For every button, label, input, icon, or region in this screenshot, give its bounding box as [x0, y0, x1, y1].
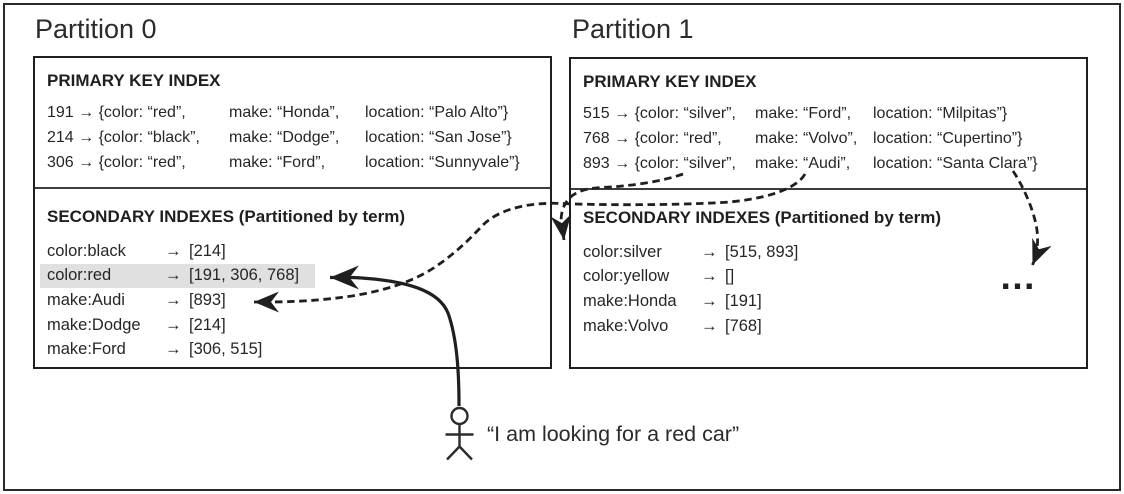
secondary-indexes-header: SECONDARY INDEXES (Partitioned by term) [47, 207, 406, 226]
term-label: color:silver [583, 242, 662, 261]
pk-cell: make: “Ford”, [755, 105, 852, 122]
pk-cell: make: “Volvo”, [755, 130, 858, 147]
secondary-row: color:silver → [515, 893] [576, 240, 851, 265]
pk-row: 306 → {color: “red”, make: “Ford”, locatio… [47, 150, 520, 175]
secondary-indexes-header: SECONDARY INDEXES (Partitioned by term) [583, 208, 942, 227]
secondary-row: make:Ford → [306, 515] [40, 337, 315, 362]
pk-cell: location: “Cupertino”} [873, 130, 1023, 147]
term-label: color:yellow [583, 267, 670, 286]
maps-to-arrow: → [701, 291, 718, 310]
pk-cell: make: “Audi”, [755, 155, 851, 172]
pk-cell: 306 → {color: “red”, [47, 154, 186, 171]
partition-1-title: Partition 1 [572, 14, 694, 44]
secondary-row: make:Dodge → [214] [40, 313, 315, 338]
doc-id-list: [515, 893] [725, 242, 799, 261]
maps-to-arrow: → [165, 340, 182, 359]
pk-cell: 214 → {color: “black”, [47, 129, 200, 146]
pk-cell: make: “Honda”, [229, 104, 340, 121]
secondary-index-rows: color:silver→[515, 893] color:yellow→[] … [576, 240, 851, 338]
pk-cell: 191 → {color: “red”, [47, 104, 186, 121]
pk-row: 214 → {color: “black”, make: “Dodge”, loca… [47, 125, 520, 150]
maps-to-arrow: → [701, 267, 718, 286]
term-label: make:Ford [47, 340, 126, 359]
term-label: make:Dodge [47, 315, 141, 334]
client-quote: “I am looking for a red car” [487, 422, 740, 446]
doc-id-list: [306, 515] [189, 340, 263, 359]
partition-1-box: PRIMARY KEY INDEX 515 → {color: “silver”… [569, 57, 1088, 369]
doc-id-list: [214] [189, 315, 226, 334]
pk-cell: location: “Palo Alto”} [365, 104, 509, 121]
pk-cell: location: “Sunnyvale”} [365, 154, 520, 171]
section-divider [571, 188, 1086, 190]
maps-to-arrow: → [701, 242, 718, 261]
primary-key-rows: 191 → {color: “red”, make: “Honda”, locati… [47, 100, 520, 175]
maps-to-arrow: → [165, 241, 182, 260]
secondary-row: make:Honda → [191] [576, 289, 851, 314]
maps-to-arrow: → [165, 290, 182, 309]
secondary-row: make:Audi → [893] [40, 288, 315, 313]
secondary-row: make:Volvo → [768] [576, 314, 851, 339]
pk-cell: location: “Santa Clara”} [873, 155, 1038, 172]
secondary-row: color:black → [214] [40, 239, 315, 264]
maps-to-arrow: → [165, 315, 182, 334]
section-divider [35, 187, 550, 189]
pk-row: 191 → {color: “red”, make: “Honda”, locati… [47, 100, 520, 125]
term-label: color:red [47, 266, 112, 285]
pk-cell: location: “San Jose”} [365, 129, 512, 146]
term-label: color:black [47, 241, 126, 260]
pk-row: 893 → {color: “silver”, make: “Audi”, loca… [583, 151, 1038, 176]
other-partitions-ellipsis: … [999, 256, 1037, 297]
secondary-index-rows: color:black → [214] color:red → [191, 306, 7… [40, 239, 315, 362]
pk-cell: make: “Dodge”, [229, 129, 340, 146]
primary-key-rows: 515 → {color: “silver”, make: “Ford”, loca… [583, 101, 1038, 176]
term-label: make:Audi [47, 290, 125, 309]
partition-0-title: Partition 0 [35, 14, 157, 44]
pk-row: 515 → {color: “silver”, make: “Ford”, loca… [583, 101, 1038, 126]
term-label: make:Volvo [583, 316, 669, 335]
pk-cell: 893 → {color: “silver”, [583, 155, 736, 172]
doc-id-list: [214] [189, 241, 226, 260]
secondary-row-highlighted: color:red → [191, 306, 768] [40, 263, 315, 289]
doc-id-list: [] [725, 267, 735, 286]
pk-cell: 515 → {color: “silver”, [583, 105, 736, 122]
pk-cell: make: “Ford”, [229, 154, 326, 171]
pk-cell: location: “Milpitas”} [873, 105, 1008, 122]
maps-to-arrow: → [701, 316, 718, 335]
pk-cell: 768 → {color: “red”, [583, 130, 722, 147]
term-label: make:Honda [583, 291, 677, 310]
doc-id-list: [191] [725, 291, 762, 310]
pk-row: 768 → {color: “red”, make: “Volvo”, locati… [583, 126, 1038, 151]
maps-to-arrow: → [165, 266, 182, 285]
figure-frame [3, 3, 1121, 491]
primary-key-index-header: PRIMARY KEY INDEX [47, 71, 221, 90]
doc-id-list: [893] [189, 290, 226, 309]
doc-id-list: [191, 306, 768] [189, 266, 300, 285]
partition-0-box: PRIMARY KEY INDEX 191 → {color: “red”, ma… [33, 56, 552, 369]
primary-key-index-header: PRIMARY KEY INDEX [583, 72, 757, 91]
doc-id-list: [768] [725, 316, 762, 335]
secondary-row: color:yellow → [] [576, 265, 851, 290]
